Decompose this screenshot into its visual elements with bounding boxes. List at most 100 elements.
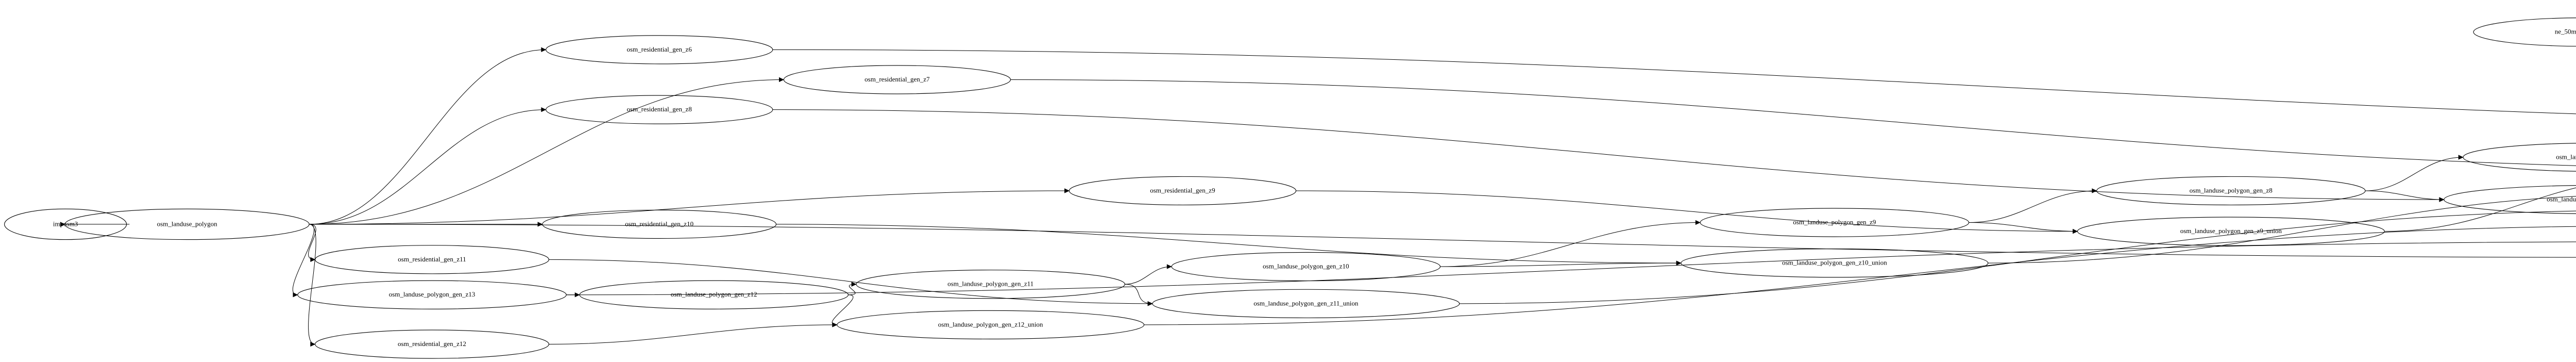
node-ellipse (64, 208, 310, 240)
node-ellipse (315, 330, 549, 359)
edge-line (308, 224, 316, 260)
arrow-head-icon (1147, 301, 1153, 306)
edge-line (2365, 190, 2444, 200)
node-label: osm_residential_gen_z8 (626, 105, 691, 113)
edge-line (1125, 266, 1172, 285)
edge-line (308, 224, 316, 344)
node-ellipse (2473, 18, 2576, 47)
node-ellipse (1681, 249, 1989, 278)
graph-node-osm_landuse_polygon_gen_z12_union[interactable]: osm_landuse_polygon_gen_z12_union (837, 310, 1145, 339)
graph-node-osm_residential_gen_z6[interactable]: osm_residential_gen_z6 (546, 35, 773, 64)
node-ellipse (542, 209, 777, 239)
arrow-head-icon (851, 282, 857, 287)
graph-node-ne_50m_urban_areas[interactable]: ne_50m_urban_areas (2473, 18, 2576, 47)
graph-edge (848, 282, 857, 295)
node-label: osm_residential_gen_z9 (1150, 186, 1215, 194)
graph-edge (772, 49, 2576, 114)
arrow-head-icon (1064, 188, 1070, 193)
graph-edge (1440, 220, 1701, 267)
node-label: osm_landuse_polygon_gen_z10_union (1782, 259, 1887, 267)
graph-edge (308, 224, 316, 262)
graph-node-osm_landuse_polygon_gen_z9_union[interactable]: osm_landuse_polygon_gen_z9_union (2077, 217, 2385, 246)
node-ellipse (1700, 208, 1970, 237)
edge-line (309, 109, 546, 225)
node-ellipse (2463, 143, 2576, 172)
node-ellipse (297, 280, 567, 309)
arrow-head-icon (60, 222, 65, 227)
edge-layer (60, 47, 2576, 347)
edge-line (772, 109, 2444, 200)
edge-line (566, 241, 2576, 295)
edge-line (776, 224, 1681, 264)
graph-node-osm_landuse_polygon_gen_z11[interactable]: osm_landuse_polygon_gen_z11 (856, 270, 1125, 299)
edge-line (772, 49, 2576, 114)
node-label: osm_landuse_polygon_gen_z12_union (938, 320, 1043, 328)
edge-line (1969, 190, 2097, 223)
graph-node-osm_landuse_polygon_gen_z7[interactable]: osm_landuse_polygon_gen_z7 (2463, 143, 2576, 172)
node-label: imposm3 (53, 220, 78, 227)
node-label: osm_residential_gen_z7 (865, 75, 930, 83)
node-label: osm_residential_gen_z12 (398, 340, 466, 348)
arrow-head-icon (310, 341, 316, 347)
graph-node-osm_landuse_polygon_gen_z8_union[interactable]: osm_landuse_polygon_gen_z8_union (2444, 185, 2576, 214)
graph-edge (1969, 188, 2097, 223)
edge-line (1296, 190, 2078, 232)
node-ellipse (1171, 252, 1441, 282)
graph-node-osm_landuse_polygon_gen_z9[interactable]: osm_landuse_polygon_gen_z9 (1700, 208, 1970, 237)
node-ellipse (837, 310, 1145, 339)
edge-line (549, 259, 1153, 304)
graph-node-osm_landuse_polygon[interactable]: osm_landuse_polygon (64, 208, 310, 240)
graph-node-imposm3[interactable]: imposm3 (4, 208, 127, 240)
graph-node-osm_landuse_polygon_gen_z12[interactable]: osm_landuse_polygon_gen_z12 (579, 280, 849, 309)
graph-node-osm_residential_gen_z11[interactable]: osm_residential_gen_z11 (315, 245, 549, 274)
arrow-head-icon (2458, 155, 2464, 160)
graph-edge (309, 107, 547, 225)
node-layer: imposm3 osm_landuse_polygon osm_residentia… (4, 18, 2576, 359)
graph-edge (1010, 79, 2576, 166)
node-ellipse (315, 245, 549, 274)
graph-edge (2365, 155, 2464, 191)
graph-node-osm_landuse_polygon_gen_z10_union[interactable]: osm_landuse_polygon_gen_z10_union (1681, 249, 1989, 278)
edge-line (1459, 210, 2576, 304)
graph-edge (2384, 187, 2576, 232)
node-label: osm_residential_gen_z10 (625, 220, 693, 227)
node-ellipse (546, 35, 773, 64)
node-ellipse (2077, 217, 2385, 246)
graph-node-osm_landuse_polygon_gen_z10[interactable]: osm_landuse_polygon_gen_z10 (1171, 252, 1441, 282)
node-ellipse (546, 95, 773, 124)
edge-line (1988, 196, 2576, 264)
graph-node-osm_residential_gen_z12[interactable]: osm_residential_gen_z12 (315, 330, 549, 359)
graph-edge (1969, 222, 2078, 234)
node-ellipse (4, 208, 127, 240)
graph-node-osm_landuse_polygon_gen_z13[interactable]: osm_landuse_polygon_gen_z13 (297, 280, 567, 309)
graph-edge (309, 77, 784, 225)
graph-node-osm_residential_gen_z10[interactable]: osm_residential_gen_z10 (542, 209, 777, 239)
graph-edge (549, 322, 838, 344)
graph-node-osm_residential_gen_z9[interactable]: osm_residential_gen_z9 (1069, 176, 1297, 206)
node-label: osm_landuse_polygon_gen_z12 (671, 290, 757, 298)
edge-line (2365, 157, 2463, 191)
graph-node-osm_residential_gen_z7[interactable]: osm_residential_gen_z7 (783, 65, 1011, 94)
graph-node-osm_landuse_polygon_gen_z8[interactable]: osm_landuse_polygon_gen_z8 (2096, 176, 2366, 206)
node-ellipse (2096, 176, 2366, 206)
node-label: osm_landuse_polygon (157, 220, 217, 227)
node-label: osm_landuse_polygon_gen_z9 (1793, 218, 1876, 226)
node-ellipse (783, 65, 1011, 94)
graph-edge (772, 109, 2445, 202)
node-ellipse (2444, 185, 2576, 214)
graph-edge (309, 47, 547, 225)
graph-edge (1988, 196, 2576, 264)
edge-line (549, 324, 837, 344)
edge-line (2384, 187, 2576, 232)
arrow-head-icon (2092, 188, 2097, 193)
graph-node-osm_residential_gen_z8[interactable]: osm_residential_gen_z8 (546, 95, 773, 124)
graph-edge (1459, 210, 2576, 304)
node-ellipse (856, 270, 1125, 299)
node-ellipse (579, 280, 849, 309)
graph-node-osm_landuse_polygon_gen_z11_union[interactable]: osm_landuse_polygon_gen_z11_union (1152, 289, 1460, 318)
graph-edge (2365, 190, 2445, 202)
node-label: osm_landuse_polygon_gen_z8 (2190, 186, 2273, 194)
graph-edge (776, 224, 1682, 266)
edge-line (309, 190, 1070, 225)
